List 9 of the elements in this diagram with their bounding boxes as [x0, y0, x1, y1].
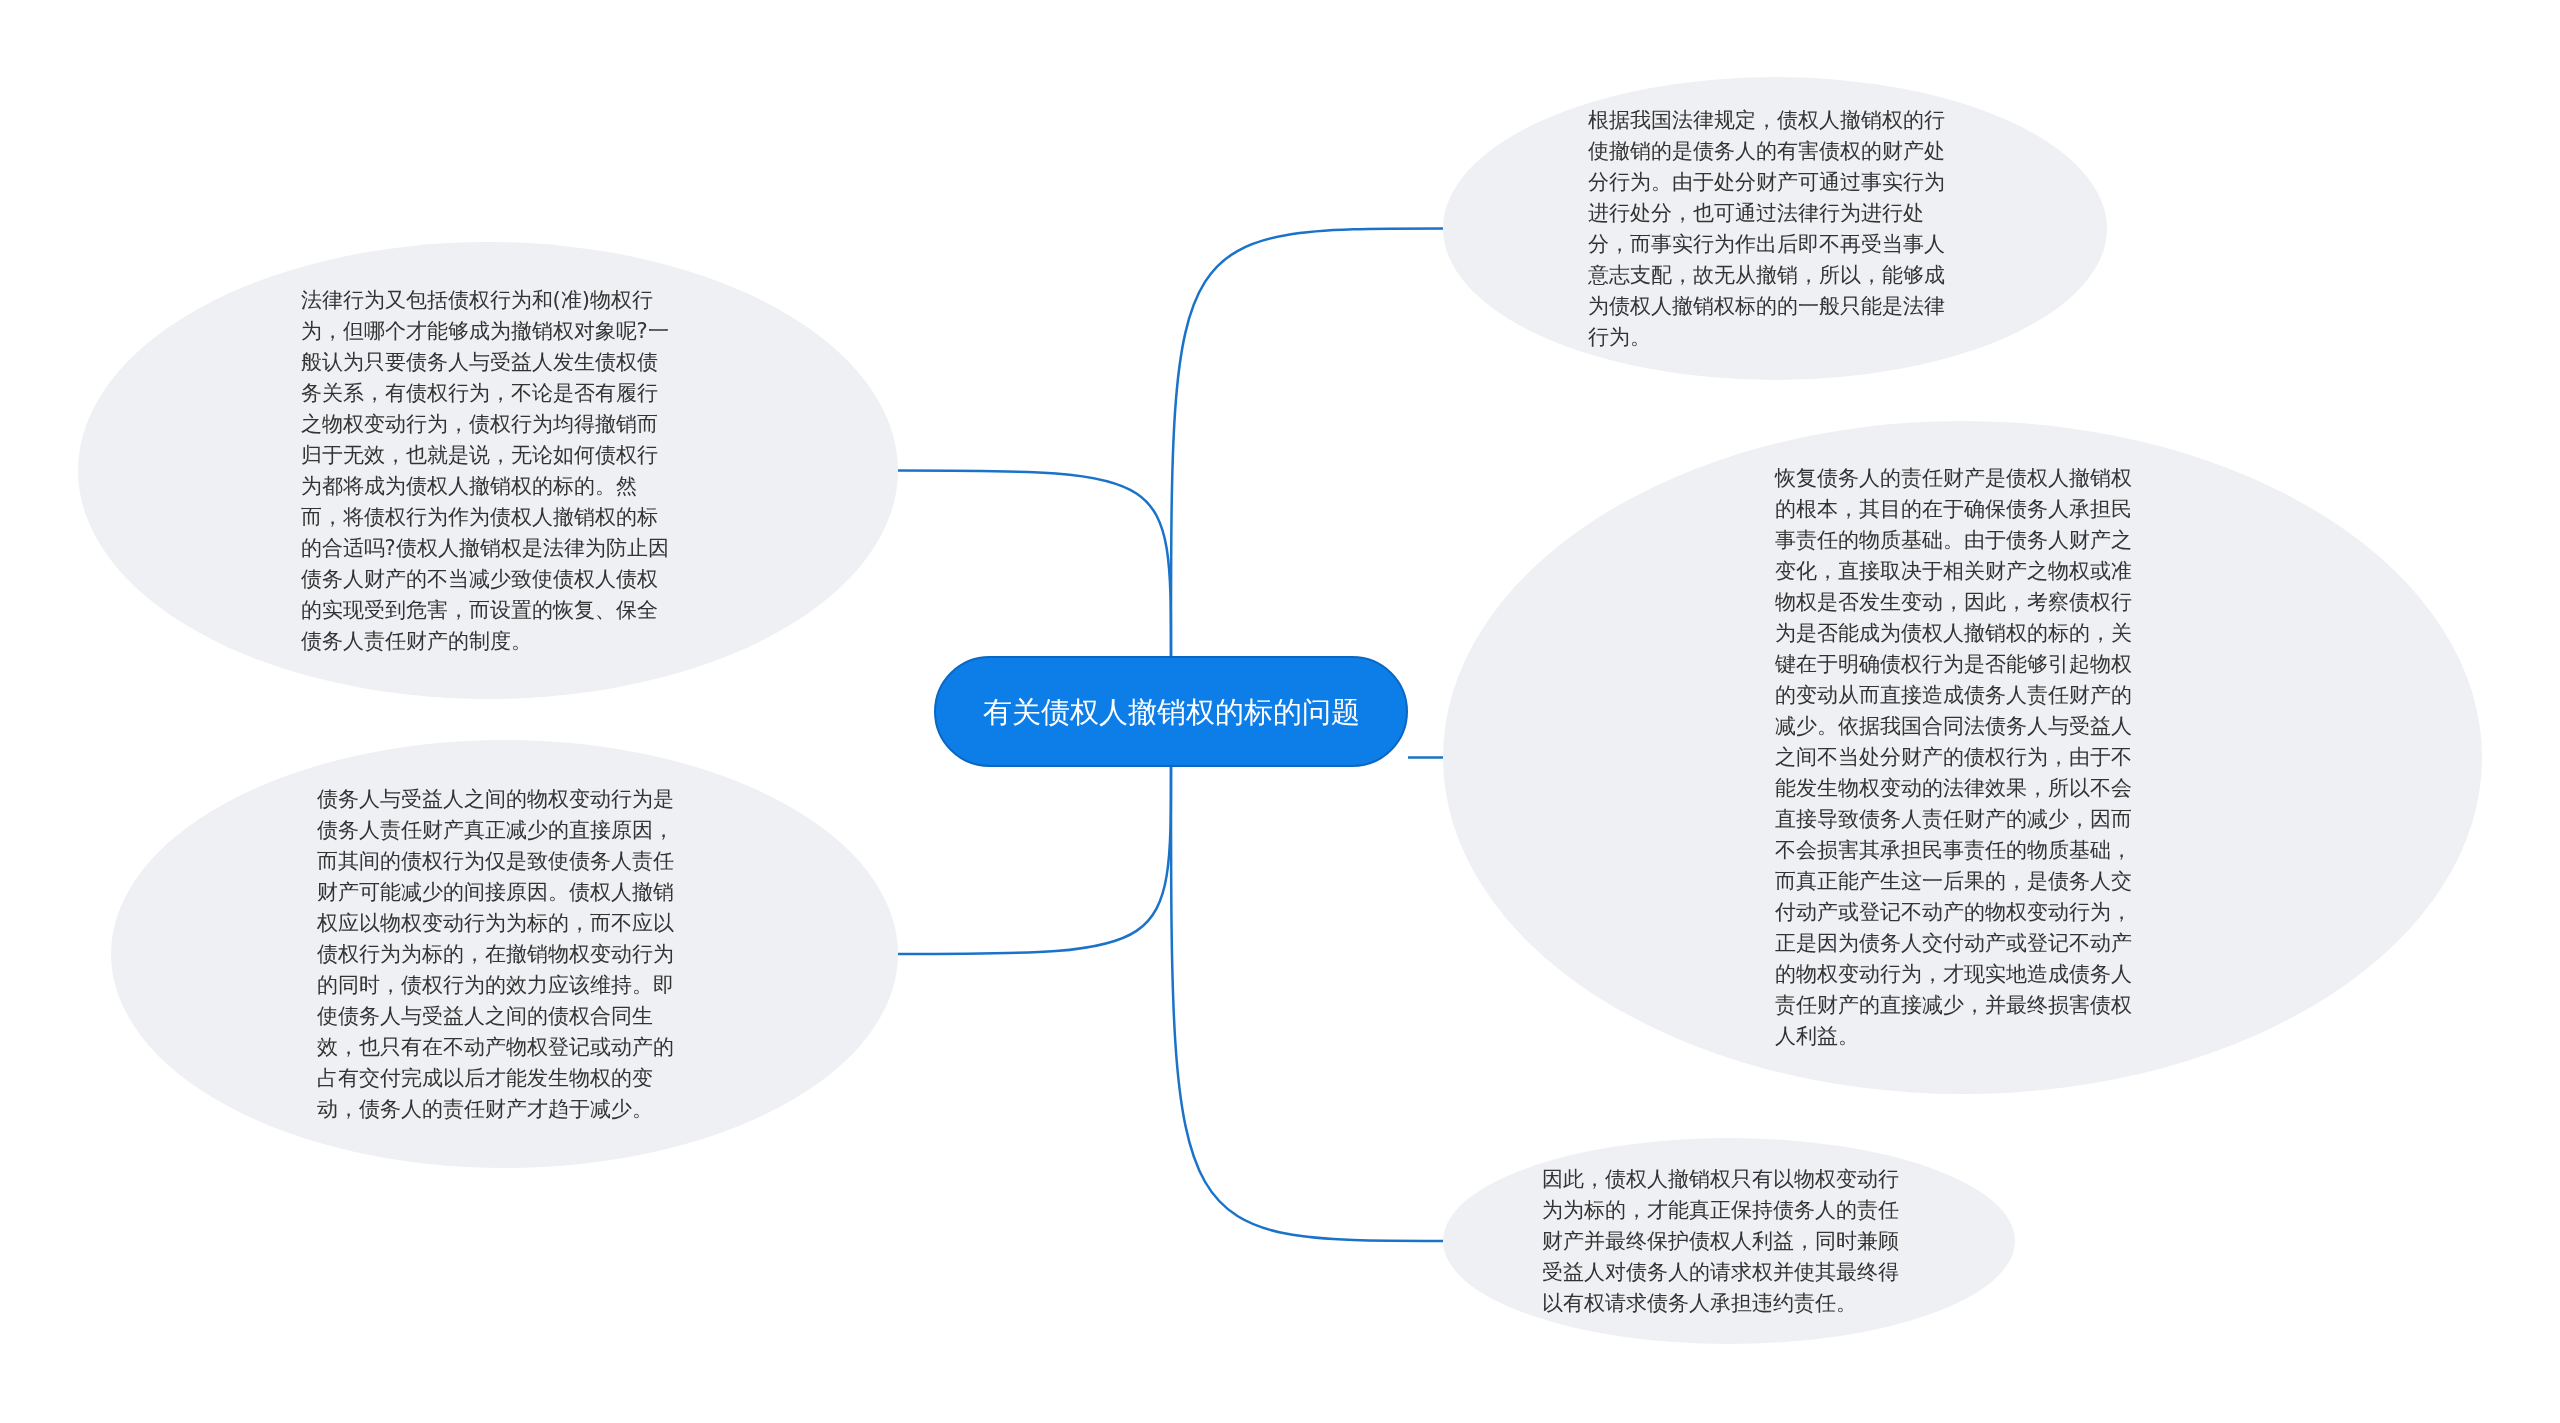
connector-line	[1408, 756, 1443, 759]
connector-line	[1169, 767, 1443, 1243]
paragraph: 债务人与受益人之间的物权变动行为是债务人责任财产真正减少的直接原因，而其间的债权行为仅是致使债务人责任财产可能减少的间接原因。债权人撤销权应以物权变动行为为标的，而不应以债权行为为标的，在撤销物权变动行为的同时，债权行为的效力应该维持。即使债务人与受益人之间的债权合同生效，也只有在不动产物权登记或动产的占有交付完成以后才能发生物权的变动，债务人的责任财产才趋于减少。	[317, 785, 675, 1123]
connector-line	[1169, 227, 1443, 656]
paragraph: 恢复债务人的责任财产是债权人撤销权的根本，其目的在于确保债务人承担民事责任的物质基础。由于债务人财产之变化，直接取决于相关财产之物权或准物权是否发生变动，因此，考察债权行为是否能成为债权人撤销权的标的，关键在于明确债权行为是否能够引起物权的变动从而直接造成债务人责任财产的减少。依据我国合同法债务人与受益人之间不当处分财产的债权行为，由于不能发生物权变动的法律效果，所以不会直接导致债务人责任财产的减少，因而不会损害其承担民事责任的物质基础，而真正能产生这一后果的，是债务人交付动产或登记不动产的物权变动行为，正是因为债务人交付动产或登记不动产的物权变动行为，才现实地造成债务人责任财产的直接减少，并最终损害债权人利益。	[1775, 465, 2133, 1050]
paragraph: 因此，债权人撤销权只有以物权变动行为为标的，才能真正保持债务人的责任财产并最终保护债权人利益，同时兼顾受益人对债务人的请求权并使其最终得以有权请求债务人承担违约责任。	[1541, 1165, 1900, 1317]
paragraph: 法律行为又包括债权行为和(准)物权行为，但哪个才能够成为撤销权对象呢?一般认为只要债务人与受益人发生债权债务关系，有债权行为，不论是否有履行之物权变动行为，债权行为均得撤销而归于无效，也就是说，无论如何债权行为都将成为债权人撤销权的标的。然而，将债权行为作为债权人撤销权的标的合适吗?债权人撤销权是法律为防止因债务人财产的不当减少致使债权人债权的实现受到危害，而设置的恢复、保全债务人责任财产的制度。	[300, 286, 670, 655]
topic-title: 有关债权人撤销权的标的问题	[981, 693, 1361, 731]
paragraph: 根据我国法律规定，债权人撤销权的行使撤销的是债务人的有害债权的财产处分行为。由于处分财产可通过事实行为进行处分，也可通过法律行为进行处分，而事实行为作出后即不再受当事人意志支配，故无从撤销，所以，能够成为债权人撤销权标的的一般只能是法律行为。	[1587, 106, 1946, 351]
